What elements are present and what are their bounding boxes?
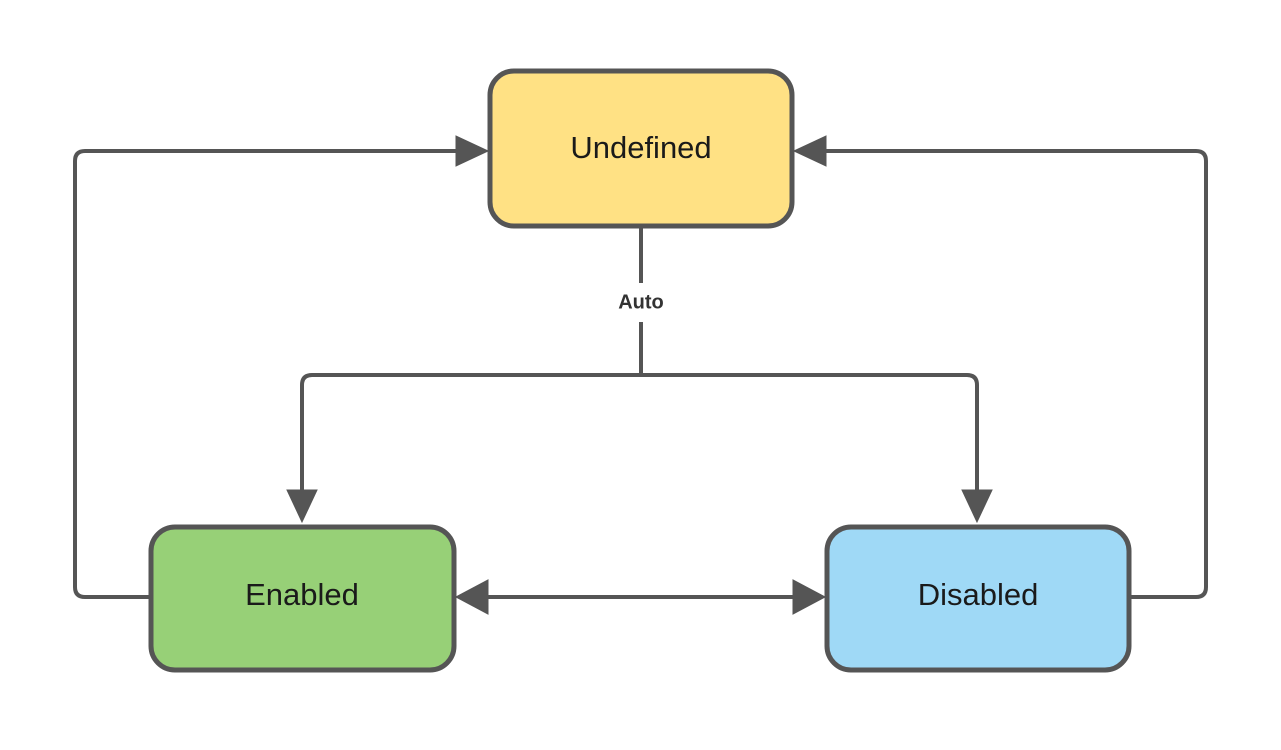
node-disabled[interactable]: Disabled bbox=[824, 524, 1132, 673]
node-enabled-label: Enabled bbox=[245, 577, 359, 612]
node-undefined-label: Undefined bbox=[570, 130, 711, 165]
node-undefined[interactable]: Undefined bbox=[487, 68, 795, 229]
edge-enabled-to-undefined-path bbox=[73, 149, 462, 599]
arrowhead-into-undefined-right bbox=[792, 135, 827, 167]
edge-enabled-disabled-bidirectional bbox=[454, 579, 827, 615]
node-enabled[interactable]: Enabled bbox=[148, 524, 457, 673]
edge-auto-to-enabled-path bbox=[300, 373, 641, 490]
arrowhead-into-enabled bbox=[286, 489, 318, 524]
arrowhead-into-disabled bbox=[961, 489, 993, 524]
node-enabled-shape[interactable] bbox=[148, 524, 457, 673]
arrowhead-into-disabled-left bbox=[792, 579, 827, 615]
arrowhead-into-undefined-left bbox=[455, 135, 490, 167]
edge-disabled-to-undefined bbox=[792, 135, 1208, 599]
edge-disabled-to-undefined-path bbox=[822, 149, 1208, 599]
node-disabled-label: Disabled bbox=[918, 577, 1039, 612]
edge-enabled-to-undefined bbox=[73, 135, 490, 599]
edge-auto-branch: Auto bbox=[286, 226, 993, 524]
node-undefined-shape[interactable] bbox=[487, 68, 795, 229]
edge-auto-to-disabled-path bbox=[641, 373, 979, 490]
node-disabled-shape[interactable] bbox=[824, 524, 1132, 673]
edge-label-auto: Auto bbox=[618, 291, 664, 313]
arrowhead-into-enabled-right bbox=[454, 579, 489, 615]
